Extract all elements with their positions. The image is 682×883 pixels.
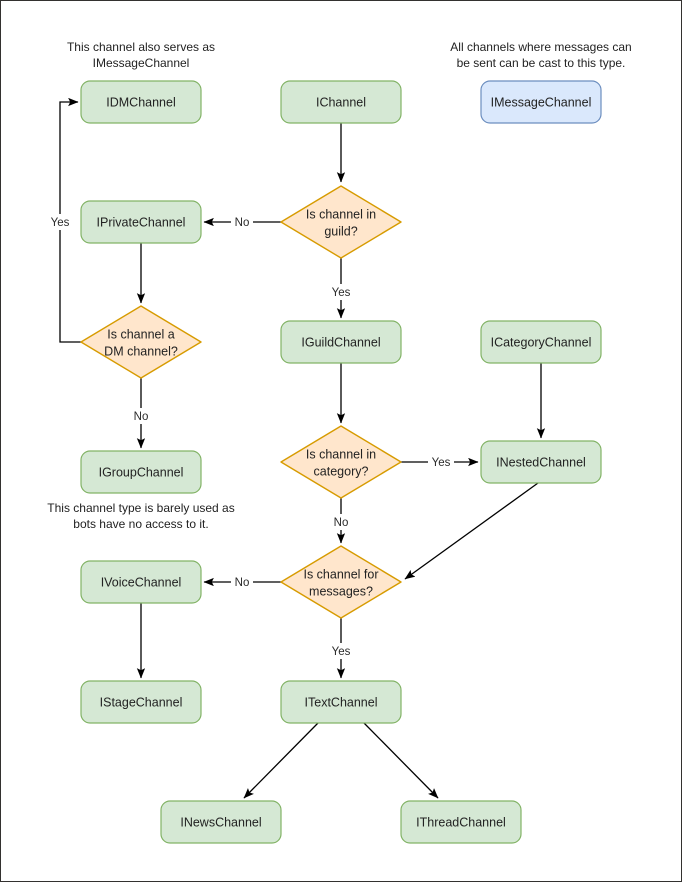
node-is-channel-in-guild[interactable]: Is channel in guild?	[280, 185, 402, 259]
nodes-layer: IDMChannel IChannel IMessageChannel IPri…	[80, 80, 602, 844]
note-line-2: be sent can be cast to this type.	[457, 56, 626, 70]
node-label: IMessageChannel	[491, 95, 592, 109]
edge-label-text: No	[334, 517, 349, 529]
node-istagechannel[interactable]: IStageChannel	[80, 680, 202, 724]
notes-layer: This channel also serves as IMessageChan…	[47, 40, 631, 531]
node-label-line-2: guild?	[324, 224, 357, 238]
edge-label-text: No	[235, 217, 250, 229]
node-label: INestedChannel	[496, 455, 586, 469]
note-line-2: IMessageChannel	[93, 56, 190, 70]
node-label-line-2: category?	[314, 464, 369, 478]
edge-label-text: No	[134, 411, 149, 423]
node-label: IVoiceChannel	[101, 575, 182, 589]
note-line-2: bots have no access to it.	[73, 517, 208, 531]
node-label: ITextChannel	[305, 695, 378, 709]
node-itextchannel[interactable]: ITextChannel	[280, 680, 402, 724]
node-is-channel-in-category[interactable]: Is channel in category?	[280, 425, 402, 499]
edge-label-dm-no: No	[130, 408, 152, 424]
node-is-channel-dm[interactable]: Is channel a DM channel?	[80, 305, 202, 379]
node-label: INewsChannel	[180, 815, 261, 829]
node-label: IPrivateChannel	[97, 215, 186, 229]
node-is-channel-for-messages[interactable]: Is channel for messages?	[280, 545, 402, 619]
edge-label-dm-yes: Yes	[47, 214, 73, 230]
edge-label-text: Yes	[51, 217, 70, 229]
edge-text-news	[243, 722, 319, 799]
node-label: IThreadChannel	[416, 815, 506, 829]
node-imessagechannel[interactable]: IMessageChannel	[480, 80, 602, 124]
node-label: IChannel	[316, 95, 366, 109]
edge-label-guild-no: No	[231, 214, 253, 230]
edge-label-text: Yes	[432, 457, 451, 469]
node-label-line-1: Is channel in	[306, 447, 376, 461]
node-label-line-1: Is channel for	[303, 567, 378, 581]
node-icategorychannel[interactable]: ICategoryChannel	[480, 320, 602, 364]
node-label-line-2: messages?	[309, 584, 373, 598]
node-label-line-2: DM channel?	[104, 344, 178, 358]
node-label-line-1: Is channel a	[107, 327, 174, 341]
note-message-channel: All channels where messages can be sent …	[450, 40, 631, 70]
edge-label-text: Yes	[332, 646, 351, 658]
node-ithreadchannel[interactable]: IThreadChannel	[400, 800, 522, 844]
node-iprivatechannel[interactable]: IPrivateChannel	[80, 200, 202, 244]
edge-text-thread	[363, 722, 439, 799]
node-label: IDMChannel	[106, 95, 175, 109]
node-label: IGuildChannel	[301, 335, 380, 349]
node-label: IStageChannel	[100, 695, 183, 709]
node-inewschannel[interactable]: INewsChannel	[160, 800, 282, 844]
edge-label-messages-no: No	[231, 574, 253, 590]
node-ivoicechannel[interactable]: IVoiceChannel	[80, 560, 202, 604]
note-dm-channel: This channel also serves as IMessageChan…	[67, 40, 215, 70]
note-line-1: This channel also serves as	[67, 40, 215, 54]
node-label: ICategoryChannel	[491, 335, 592, 349]
edge-label-text: Yes	[332, 287, 351, 299]
edge-label-guild-yes: Yes	[328, 284, 354, 300]
edge-label-category-yes: Yes	[428, 454, 454, 470]
edge-inested-messages	[404, 482, 539, 580]
edge-labels-layer: No Yes Yes No Yes No	[47, 214, 454, 659]
note-line-1: All channels where messages can	[450, 40, 631, 54]
node-igroupchannel[interactable]: IGroupChannel	[80, 450, 202, 494]
node-inestedchannel[interactable]: INestedChannel	[480, 440, 602, 484]
node-ichannel[interactable]: IChannel	[280, 80, 402, 124]
edge-label-text: No	[235, 577, 250, 589]
node-iguildchannel[interactable]: IGuildChannel	[280, 320, 402, 364]
edge-label-messages-yes: Yes	[328, 643, 354, 659]
edge-label-category-no: No	[330, 514, 352, 530]
note-line-1: This channel type is barely used as	[47, 501, 234, 515]
node-label: IGroupChannel	[99, 465, 184, 479]
node-label-line-1: Is channel in	[306, 207, 376, 221]
node-idmchannel[interactable]: IDMChannel	[80, 80, 202, 124]
note-group-channel: This channel type is barely used as bots…	[47, 501, 234, 531]
